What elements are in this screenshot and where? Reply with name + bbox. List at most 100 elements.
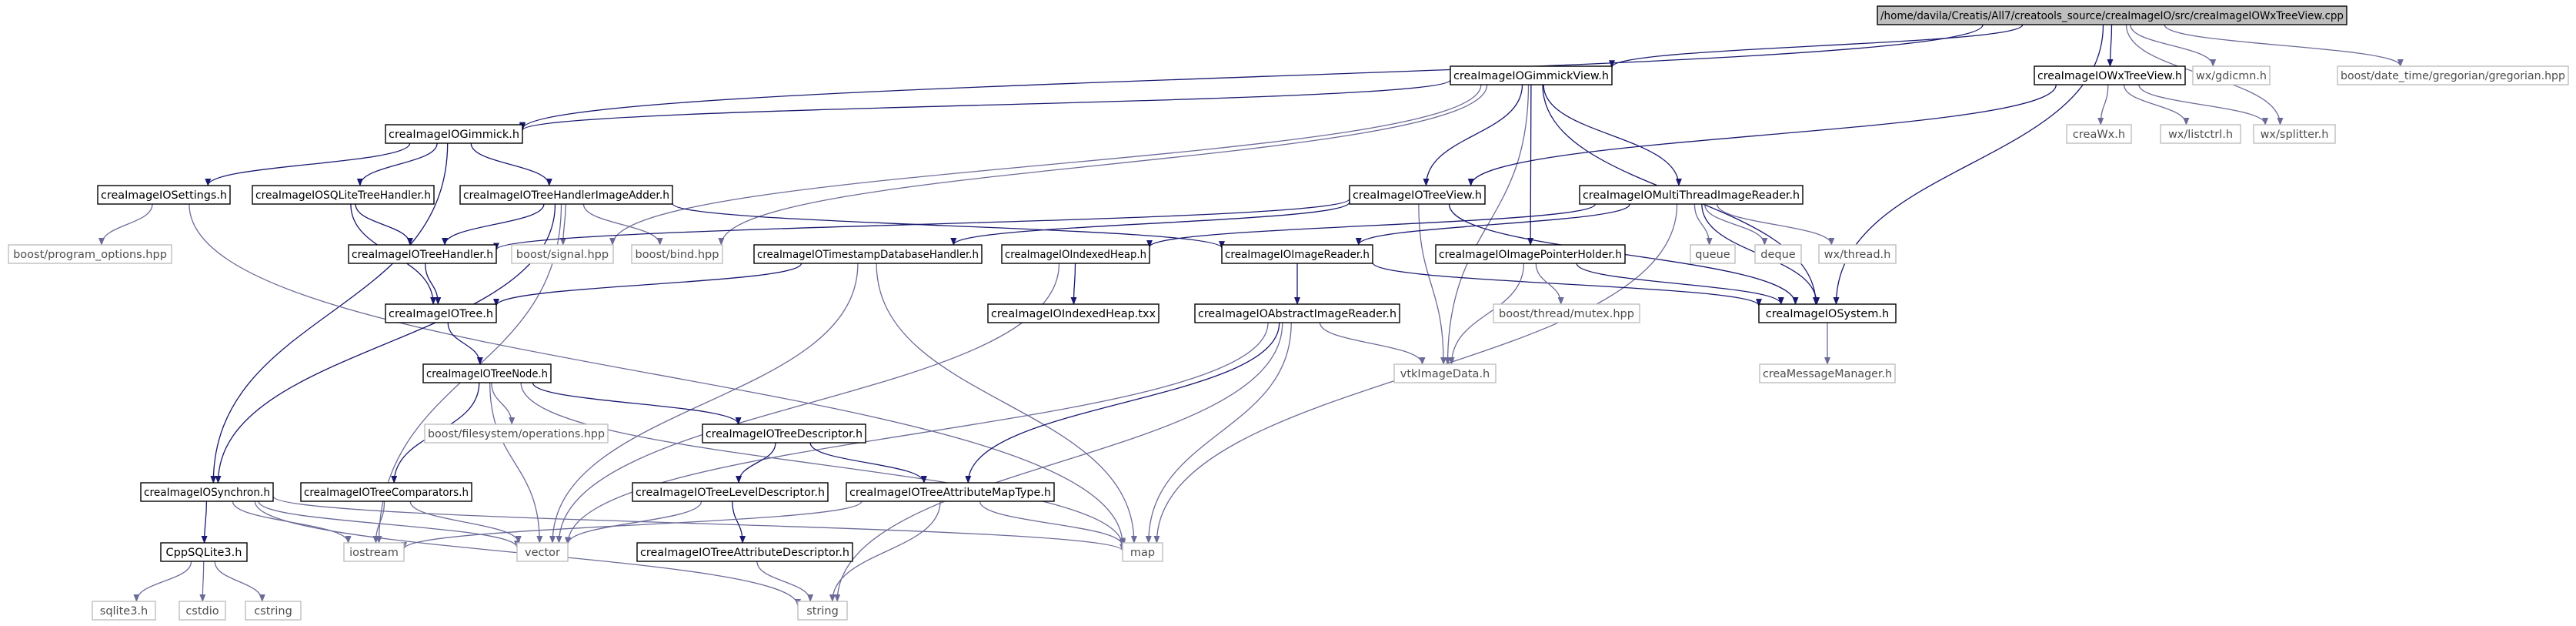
- edge-treenode-to-treedescriptor: [532, 382, 742, 425]
- node-label-treeview: creaImageIOTreeView.h: [1353, 189, 1482, 202]
- edge-mtreader-to-imagereader: [1355, 203, 1630, 246]
- node-string: string: [797, 601, 848, 621]
- node-mtreader[interactable]: creaImageIOMultiThreadImageReader.h: [1579, 185, 1804, 205]
- edge-cppsqlite-to-cstring: [214, 561, 265, 602]
- edge-settings-to-map: [189, 203, 1126, 546]
- edge-wxtreeview-to-treeview: [1467, 84, 2057, 186]
- node-iostream: iostream: [343, 542, 405, 562]
- node-box-attrmaptype: [846, 482, 1055, 502]
- node-label-cppsqlite: CppSQLite3.h: [166, 547, 242, 559]
- node-tree[interactable]: creaImageIOTree.h: [385, 303, 497, 323]
- node-treedescriptor[interactable]: creaImageIOTreeDescriptor.h: [702, 423, 866, 444]
- edge-treeview-to-timestamp: [950, 201, 1350, 246]
- edge-treeview-to-vtkimagedata: [1418, 203, 1447, 365]
- edge-abstractreader-to-vtkimagedata: [1319, 322, 1426, 365]
- edge-abstractreader-to-map: [1145, 322, 1292, 544]
- node-wxtreeview[interactable]: creaImageIOWxTreeView.h: [2034, 65, 2186, 85]
- node-treehandler[interactable]: creaImageIOTreeHandler.h: [348, 244, 497, 264]
- edge-imageadder-to-boostsignal: [559, 203, 566, 246]
- node-label-wxthread: wx/thread.h: [1824, 249, 1891, 261]
- node-cppsqlite[interactable]: CppSQLite3.h: [160, 542, 248, 562]
- node-messagemanager: creaMessageManager.h: [1759, 363, 1896, 383]
- edge-imageadder-to-treehandler: [442, 203, 545, 246]
- node-leveldescriptor[interactable]: creaImageIOTreeLevelDescriptor.h: [632, 482, 829, 502]
- node-treeview[interactable]: creaImageIOTreeView.h: [1349, 185, 1486, 205]
- node-box-gimmick: [385, 124, 523, 144]
- node-box-treedescriptor: [702, 423, 866, 444]
- edge-treedescriptor-to-attrmaptype: [809, 442, 927, 484]
- edge-synchron-to-cppsqlite: [201, 500, 208, 544]
- node-box-timestamp: [753, 244, 983, 264]
- node-label-gimmick: creaImageIOGimmick.h: [389, 129, 519, 141]
- node-imagereader[interactable]: creaImageIOImageReader.h: [1221, 244, 1373, 264]
- edge-cppsqlite-to-sqlite3: [133, 561, 192, 602]
- node-wxsplitter: wx/splitter.h: [2253, 124, 2336, 144]
- node-attrdescriptor[interactable]: creaImageIOTreeAttributeDescriptor.h: [636, 542, 853, 562]
- node-map: map: [1122, 542, 1163, 562]
- node-box-attrdescriptor: [636, 542, 853, 562]
- node-label-iostream: iostream: [349, 547, 399, 559]
- node-cstring: cstring: [245, 601, 302, 621]
- node-label-imageadder: creaImageIOTreeHandlerImageAdder.h: [463, 189, 669, 202]
- node-label-sqlite3: sqlite3.h: [100, 605, 148, 618]
- node-label-abstractreader: creaImageIOAbstractImageReader.h: [1198, 308, 1396, 320]
- node-box-indexedheaptxx: [987, 303, 1160, 323]
- edge-treenode-to-map: [520, 382, 1126, 547]
- edge-root-to-wxgdicmn: [2130, 24, 2217, 67]
- node-label-boostdate: boost/date_time/gregorian/gregorian.hpp: [2341, 70, 2565, 82]
- node-label-vector: vector: [525, 547, 560, 559]
- node-queue: queue: [1690, 244, 1736, 264]
- node-sqlitehandler[interactable]: creaImageIOSQLiteTreeHandler.h: [252, 185, 435, 205]
- node-box-synchron: [140, 482, 274, 502]
- node-label-imagereader: creaImageIOImageReader.h: [1225, 249, 1370, 261]
- node-gimmick[interactable]: creaImageIOGimmick.h: [385, 124, 523, 144]
- node-indexedheap[interactable]: creaImageIOIndexedHeap.h: [1001, 244, 1150, 264]
- node-box-imagereader: [1221, 244, 1373, 264]
- node-creawx: creaWx.h: [2066, 124, 2132, 144]
- node-gimmickview[interactable]: creaImageIOGimmickView.h: [1450, 65, 1613, 85]
- node-label-cstdio: cstdio: [185, 605, 219, 618]
- node-label-cstring: cstring: [254, 605, 292, 618]
- node-settings[interactable]: creaImageIOSettings.h: [97, 185, 231, 205]
- node-box-messagemanager: [1759, 363, 1896, 383]
- node-box-wxthread: [1818, 244, 1897, 264]
- node-label-wxtreeview: creaImageIOWxTreeView.h: [2037, 70, 2182, 82]
- edge-abstractreader-to-string: [834, 322, 1283, 602]
- node-box-wxlistctrl: [2160, 124, 2241, 144]
- node-timestamp[interactable]: creaImageIOTimestampDatabaseHandler.h: [753, 244, 983, 264]
- node-box-root: [1877, 5, 2347, 25]
- node-label-mutex: boost/thread/mutex.hpp: [1499, 308, 1634, 320]
- edge-gimmick-to-synchron: [210, 142, 449, 484]
- edge-attrmaptype-to-iostream: [401, 500, 863, 550]
- node-system[interactable]: creaImageIOSystem.h: [1758, 303, 1897, 323]
- node-label-map: map: [1130, 547, 1155, 559]
- node-label-creawx: creaWx.h: [2073, 129, 2125, 141]
- edge-mtreader-to-deque: [1703, 203, 1768, 246]
- node-label-boostbind: boost/bind.hpp: [636, 249, 719, 261]
- edge-synchron-to-vector: [258, 500, 520, 549]
- node-indexedheaptxx[interactable]: creaImageIOIndexedHeap.txx: [987, 303, 1160, 323]
- edge-comparators-to-vector: [409, 500, 522, 544]
- node-synchron[interactable]: creaImageIOSynchron.h: [140, 482, 274, 502]
- edge-root-to-gimmick: [519, 24, 1984, 130]
- node-treenode[interactable]: creaImageIOTreeNode.h: [422, 363, 552, 383]
- node-label-wxlistctrl: wx/listctrl.h: [2168, 129, 2233, 141]
- node-imageadder[interactable]: creaImageIOTreeHandlerImageAdder.h: [459, 185, 673, 205]
- edge-gimmickview-to-boostsignal: [609, 84, 1482, 246]
- node-root[interactable]: /home/davila/Creatis/All7/creatools_sour…: [1877, 5, 2347, 25]
- node-comparators[interactable]: creaImageIOTreeComparators.h: [300, 482, 472, 502]
- node-box-boostsignal: [511, 244, 614, 264]
- node-label-string: string: [806, 605, 839, 618]
- node-box-mutex: [1493, 303, 1640, 323]
- node-box-system: [1758, 303, 1897, 323]
- node-attrmaptype[interactable]: creaImageIOTreeAttributeMapType.h: [846, 482, 1055, 502]
- node-box-string: [797, 601, 848, 621]
- node-abstractreader[interactable]: creaImageIOAbstractImageReader.h: [1194, 303, 1400, 323]
- node-deque: deque: [1754, 244, 1802, 264]
- node-pointerholder[interactable]: creaImageIOImagePointerHolder.h: [1435, 244, 1626, 264]
- node-box-tree: [385, 303, 497, 323]
- edge-abstractreader-to-attrmaptype: [965, 322, 1280, 484]
- edge-pointerholder-to-mutex: [1535, 263, 1564, 305]
- edge-gimmickview-to-gimmick: [519, 79, 1451, 132]
- node-label-system: creaImageIOSystem.h: [1766, 308, 1889, 320]
